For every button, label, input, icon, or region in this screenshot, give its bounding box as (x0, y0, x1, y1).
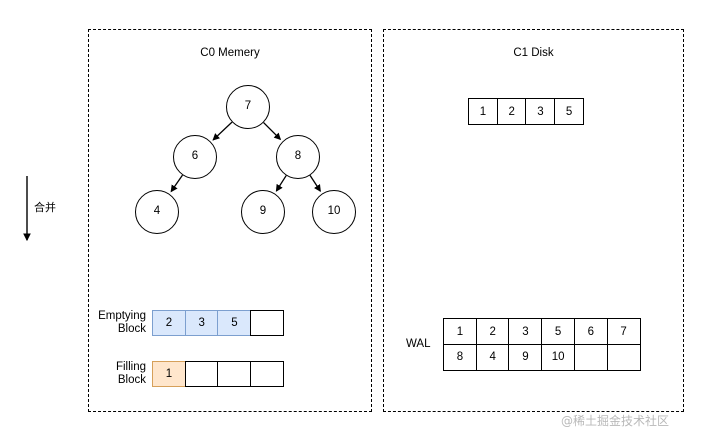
wal-cell: 9 (508, 343, 543, 371)
tree-edge-7-to-6 (212, 121, 233, 141)
wal-cell: 4 (475, 343, 510, 371)
disk-cell: 5 (554, 98, 585, 125)
watermark: @稀土掘金技术社区 (561, 414, 670, 428)
emptying-block-label-line1: Emptying (98, 310, 146, 322)
wal-cell (606, 343, 641, 371)
tree-node-8: 8 (276, 135, 320, 179)
panel-c0-memory-title: C0 Memery (200, 47, 260, 59)
tree-edge-8-to-9 (275, 175, 287, 192)
tree-edge-6-to-4 (170, 174, 184, 193)
disk-cell: 3 (525, 98, 556, 125)
filling-block-cell: 1 (152, 361, 186, 387)
merge-arrow-label: 合并 (34, 202, 56, 214)
filling-block-row: 1 (152, 361, 285, 387)
tree-node-4: 4 (135, 190, 179, 234)
emptying-block-cell: 2 (152, 310, 186, 336)
panel-c0-memory (88, 29, 372, 412)
filling-block-cell (250, 361, 285, 387)
filling-block-label-line1: Filling (115, 361, 146, 373)
tree-node-10: 10 (312, 190, 356, 234)
filling-block-cell (217, 361, 252, 387)
wal-label: WAL (406, 338, 431, 350)
filling-block-label-line2: Block (117, 374, 146, 386)
emptying-block-label: Emptying Block (58, 310, 146, 336)
tree-node-7: 7 (226, 85, 270, 129)
emptying-block-cell (250, 310, 285, 336)
wal-cell (573, 343, 608, 371)
panel-c1-disk (383, 29, 684, 412)
wal-cell: 2 (475, 318, 510, 345)
tree-node-6: 6 (173, 135, 217, 179)
wal-cell: 8 (443, 343, 477, 371)
wal-cell: 6 (573, 318, 608, 345)
disk-cell: 1 (468, 98, 498, 125)
filling-block-label: Filling Block (58, 361, 146, 387)
panel-c1-disk-title: C1 Disk (513, 47, 554, 59)
wal-cell: 1 (443, 318, 477, 345)
tree-edge-8-to-10 (309, 175, 321, 192)
wal-cell: 10 (541, 343, 576, 371)
tree-edge-7-to-8 (263, 122, 282, 141)
emptying-block-label-line2: Block (117, 323, 146, 335)
tree-node-9: 9 (241, 190, 285, 234)
